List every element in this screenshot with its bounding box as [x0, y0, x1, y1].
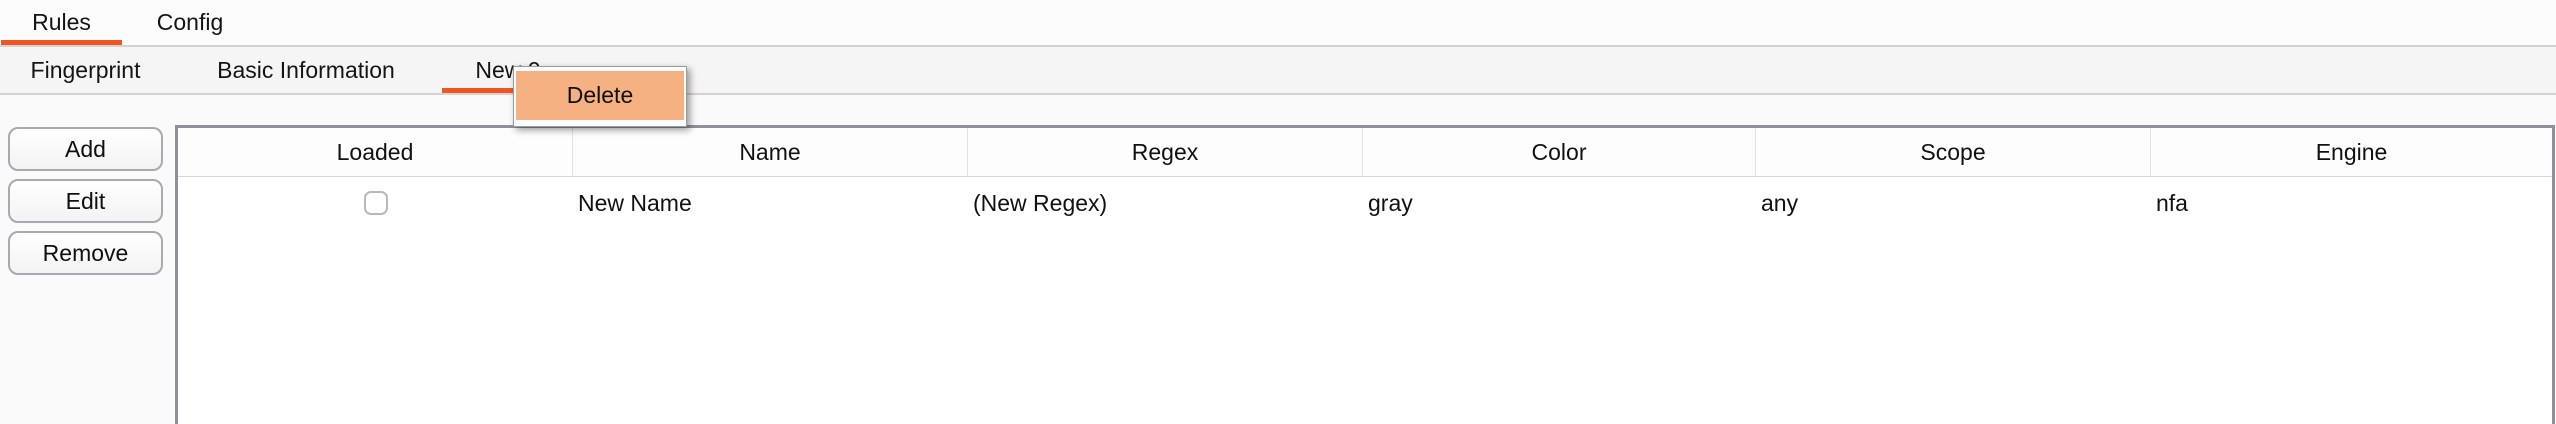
tab-config[interactable]: Config — [156, 9, 224, 35]
regex-cell: (New Regex) — [973, 189, 1108, 216]
context-menu-item-delete[interactable]: Delete — [516, 71, 684, 120]
name-cell: New Name — [578, 189, 692, 216]
loaded-cell — [178, 177, 573, 229]
edit-button[interactable]: Edit — [8, 179, 163, 223]
column-header-regex[interactable]: Regex — [968, 128, 1363, 176]
secondary-tab-bar: Fingerprint Basic Information New 0 — [0, 47, 2556, 95]
remove-button[interactable]: Remove — [8, 231, 163, 275]
primary-tab-bar: Rules Config — [0, 0, 2556, 47]
engine-cell: nfa — [2156, 189, 2188, 216]
context-menu: Delete — [513, 66, 687, 127]
table-row[interactable]: New Name (New Regex) gray any nfa — [178, 177, 2552, 229]
tab-rules[interactable]: Rules — [0, 0, 123, 45]
column-header-engine[interactable]: Engine — [2315, 138, 2388, 165]
column-header-loaded[interactable]: Loaded — [178, 128, 573, 176]
tab-fingerprint[interactable]: Fingerprint — [30, 56, 141, 83]
table-header-row: Loaded Name Regex Color Scope Engine — [178, 128, 2552, 177]
tab-basic-information[interactable]: Basic Information — [217, 56, 395, 83]
column-header-color[interactable]: Color — [1363, 128, 1756, 176]
scope-cell: any — [1761, 189, 1799, 216]
loaded-checkbox[interactable] — [363, 191, 388, 215]
column-header-scope[interactable]: Scope — [1756, 128, 2151, 176]
column-header-name[interactable]: Name — [573, 128, 968, 176]
color-cell: gray — [1368, 189, 1413, 216]
rules-table: Loaded Name Regex Color Scope Engine New… — [175, 125, 2555, 424]
add-button[interactable]: Add — [8, 127, 163, 171]
